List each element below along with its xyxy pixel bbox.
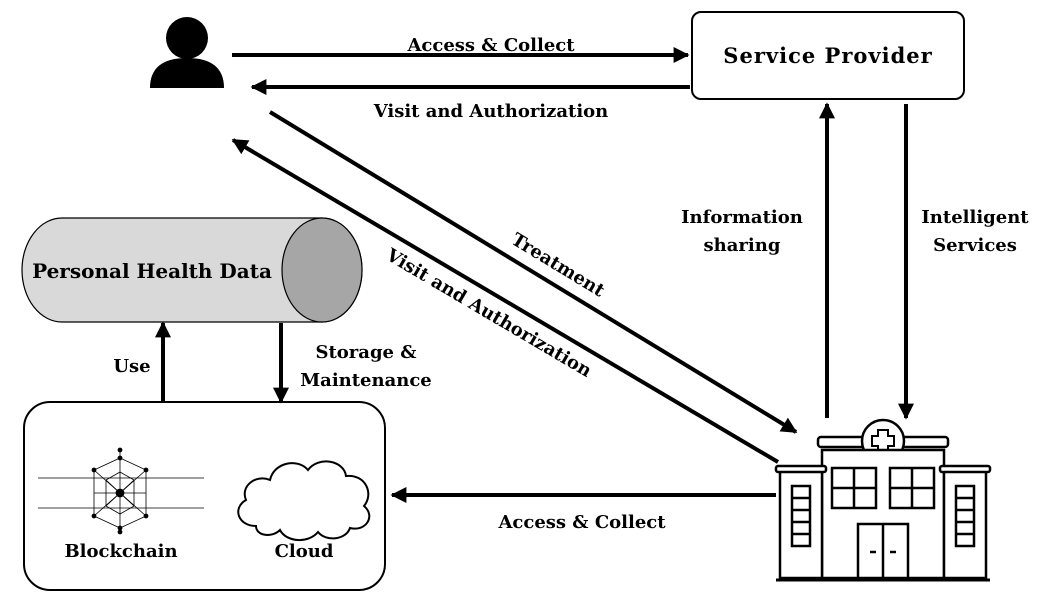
blockchain-icon: [38, 447, 204, 535]
storage-box: Blockchain Cloud: [23, 401, 386, 591]
blockchain-label: Blockchain: [64, 541, 177, 562]
edge-treatment: [268, 110, 798, 434]
service-provider-node: Service Provider: [691, 11, 965, 100]
hospital-icon: [774, 418, 992, 582]
cloud-label: Cloud: [275, 541, 334, 562]
label-information: Information: [681, 207, 803, 228]
label-access-collect-top: Access & Collect: [406, 35, 575, 56]
label-services: Services: [933, 235, 1017, 256]
label-visit-authorization-top: Visit and Authorization: [373, 101, 609, 122]
personal-health-data-node: Personal Health Data: [21, 217, 363, 323]
cloud-icon: [237, 460, 371, 541]
personal-health-data-label: Personal Health Data: [32, 259, 272, 283]
label-intelligent: Intelligent: [921, 207, 1029, 228]
label-maintenance: Maintenance: [300, 370, 432, 391]
user-icon: [150, 17, 224, 88]
label-storage: Storage &: [315, 342, 416, 363]
label-sharing: sharing: [704, 235, 781, 256]
label-access-collect-bottom: Access & Collect: [497, 512, 666, 533]
edge-visit-authorization-diag: [231, 138, 780, 464]
service-provider-label: Service Provider: [723, 43, 932, 68]
label-use: Use: [113, 356, 150, 377]
edges: [155, 47, 914, 503]
